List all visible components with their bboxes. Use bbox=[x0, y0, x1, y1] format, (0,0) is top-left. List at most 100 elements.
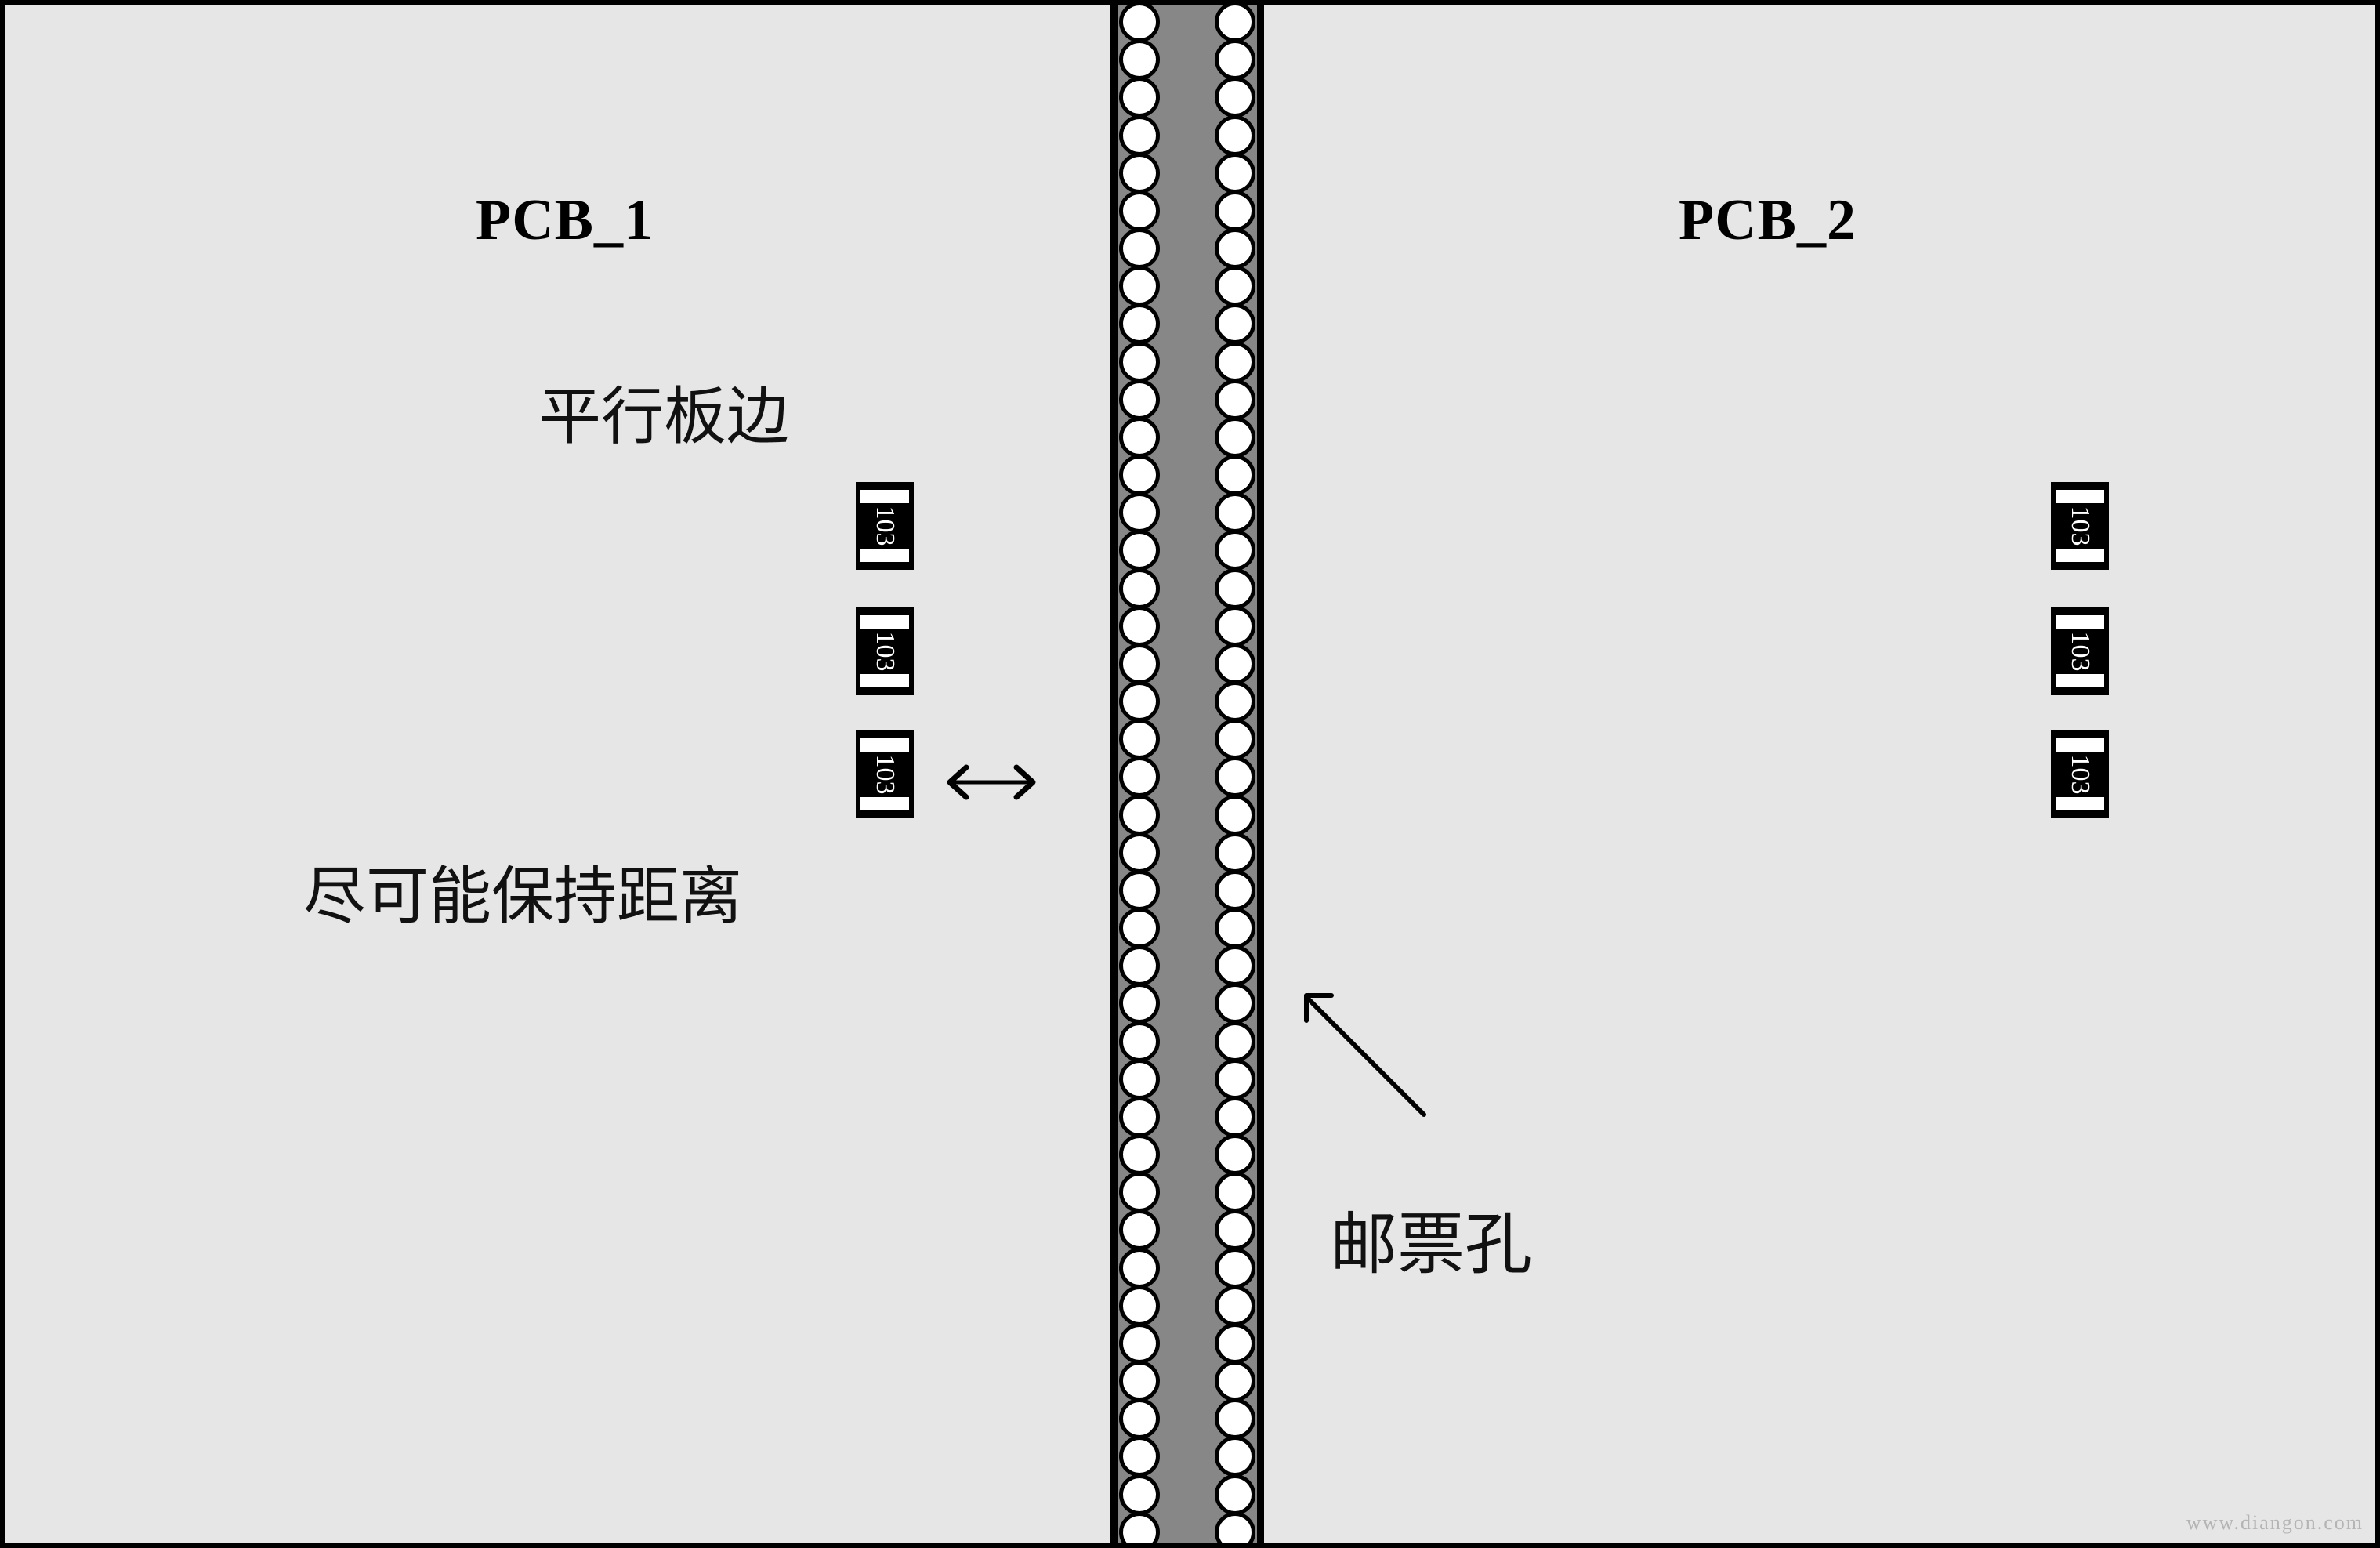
perforation-hole bbox=[1215, 719, 1255, 760]
mousebite-perforation-strip bbox=[1110, 5, 1264, 1543]
resistor-component-right-2: 103 bbox=[2051, 607, 2109, 695]
perforation-hole bbox=[1119, 756, 1160, 798]
perforation-hole bbox=[1119, 567, 1160, 609]
annotation-mousebite-hole: 邮票孔 bbox=[1330, 1205, 1532, 1284]
perforation-hole bbox=[1215, 1058, 1255, 1100]
perforation-hole bbox=[1215, 114, 1255, 156]
perforation-hole bbox=[1119, 1474, 1160, 1515]
perforation-hole bbox=[1215, 492, 1255, 534]
resistor-terminal-cap bbox=[2056, 797, 2104, 810]
resistor-terminal-cap bbox=[860, 549, 909, 562]
perforation-hole bbox=[1119, 5, 1160, 42]
perforation-hole bbox=[1119, 530, 1160, 571]
perforation-hole bbox=[1119, 1511, 1160, 1543]
perforation-hole bbox=[1215, 530, 1255, 571]
perforation-hole bbox=[1119, 832, 1160, 873]
perforation-hole bbox=[1119, 152, 1160, 194]
perforation-hole bbox=[1215, 1285, 1255, 1326]
perforation-hole bbox=[1119, 228, 1160, 270]
perforation-hole bbox=[1119, 114, 1160, 156]
annotation-parallel-edge: 平行板边 bbox=[538, 380, 789, 453]
perforation-hole bbox=[1215, 643, 1255, 684]
perforation-hole bbox=[1119, 77, 1160, 118]
perforation-hole bbox=[1215, 455, 1255, 496]
perforation-hole bbox=[1119, 1172, 1160, 1213]
perforation-hole bbox=[1119, 455, 1160, 496]
perforation-hole bbox=[1119, 303, 1160, 345]
resistor-value-code: 103 bbox=[2066, 754, 2095, 795]
perforation-hole bbox=[1215, 1361, 1255, 1402]
perforation-hole bbox=[1215, 908, 1255, 949]
perforation-hole bbox=[1119, 190, 1160, 231]
resistor-terminal-cap bbox=[860, 797, 909, 810]
perforation-hole bbox=[1119, 1247, 1160, 1289]
perforation-hole bbox=[1215, 5, 1255, 42]
perforation-hole bbox=[1215, 605, 1255, 647]
perforation-hole bbox=[1215, 567, 1255, 609]
perforation-hole bbox=[1119, 1398, 1160, 1440]
perforation-hole bbox=[1119, 605, 1160, 647]
perforation-hole bbox=[1215, 1209, 1255, 1251]
resistor-terminal-cap bbox=[2056, 615, 2104, 629]
perforation-hole bbox=[1119, 39, 1160, 81]
perforation-hole bbox=[1119, 681, 1160, 723]
perforation-hole bbox=[1215, 945, 1255, 987]
perforation-hole bbox=[1119, 416, 1160, 458]
perforation-hole bbox=[1215, 1021, 1255, 1062]
perforation-hole bbox=[1215, 681, 1255, 723]
resistor-terminal-cap bbox=[2056, 549, 2104, 562]
perforation-hole bbox=[1215, 379, 1255, 420]
perforation-hole bbox=[1119, 492, 1160, 534]
resistor-component-right-3: 103 bbox=[2051, 730, 2109, 818]
perforation-hole bbox=[1215, 1096, 1255, 1137]
perforation-hole bbox=[1215, 869, 1255, 911]
perforation-hole bbox=[1215, 1247, 1255, 1289]
perforation-hole bbox=[1119, 869, 1160, 911]
perforation-hole bbox=[1119, 1096, 1160, 1137]
perforation-hole bbox=[1215, 39, 1255, 81]
pcb-panel-right-title: PCB_2 bbox=[1679, 188, 1857, 252]
site-watermark: www.diangon.com bbox=[2186, 1511, 2364, 1534]
perforation-hole bbox=[1119, 643, 1160, 684]
pcb-panel-left-title: PCB_1 bbox=[476, 188, 654, 252]
perforation-hole bbox=[1119, 1285, 1160, 1326]
mousebite-leader-arrow-icon bbox=[1304, 993, 1426, 1117]
perforation-hole bbox=[1119, 266, 1160, 307]
perforation-hole-column-left bbox=[1119, 5, 1160, 1543]
annotation-keep-distance: 尽可能保持距离 bbox=[303, 860, 742, 933]
perforation-hole bbox=[1119, 1058, 1160, 1100]
perforation-hole bbox=[1215, 77, 1255, 118]
perforation-hole bbox=[1119, 945, 1160, 987]
resistor-terminal-cap bbox=[860, 615, 909, 629]
resistor-component-left-2: 103 bbox=[856, 607, 914, 695]
perforation-hole bbox=[1119, 1322, 1160, 1364]
perforation-hole bbox=[1215, 1511, 1255, 1543]
resistor-terminal-cap bbox=[2056, 674, 2104, 687]
resistor-component-left-3: 103 bbox=[856, 730, 914, 818]
perforation-hole bbox=[1119, 1209, 1160, 1251]
perforation-hole bbox=[1215, 1172, 1255, 1213]
resistor-terminal-cap bbox=[2056, 490, 2104, 503]
perforation-hole bbox=[1119, 1361, 1160, 1402]
perforation-hole bbox=[1215, 303, 1255, 345]
perforation-hole bbox=[1119, 908, 1160, 949]
perforation-hole-column-right bbox=[1215, 5, 1255, 1543]
perforation-hole bbox=[1119, 794, 1160, 836]
perforation-hole bbox=[1215, 341, 1255, 382]
perforation-hole bbox=[1119, 1021, 1160, 1062]
perforation-hole bbox=[1119, 341, 1160, 382]
perforation-hole bbox=[1215, 266, 1255, 307]
perforation-hole bbox=[1215, 983, 1255, 1024]
perforation-hole bbox=[1215, 190, 1255, 231]
perforation-hole bbox=[1215, 1322, 1255, 1364]
resistor-value-code: 103 bbox=[2066, 506, 2095, 546]
perforation-hole bbox=[1215, 1134, 1255, 1176]
perforation-hole bbox=[1119, 719, 1160, 760]
perforation-hole bbox=[1119, 1436, 1160, 1477]
perforation-hole bbox=[1215, 1474, 1255, 1515]
perforation-hole bbox=[1119, 983, 1160, 1024]
resistor-value-code: 103 bbox=[871, 506, 900, 546]
perforation-hole bbox=[1215, 416, 1255, 458]
perforation-hole bbox=[1215, 228, 1255, 270]
